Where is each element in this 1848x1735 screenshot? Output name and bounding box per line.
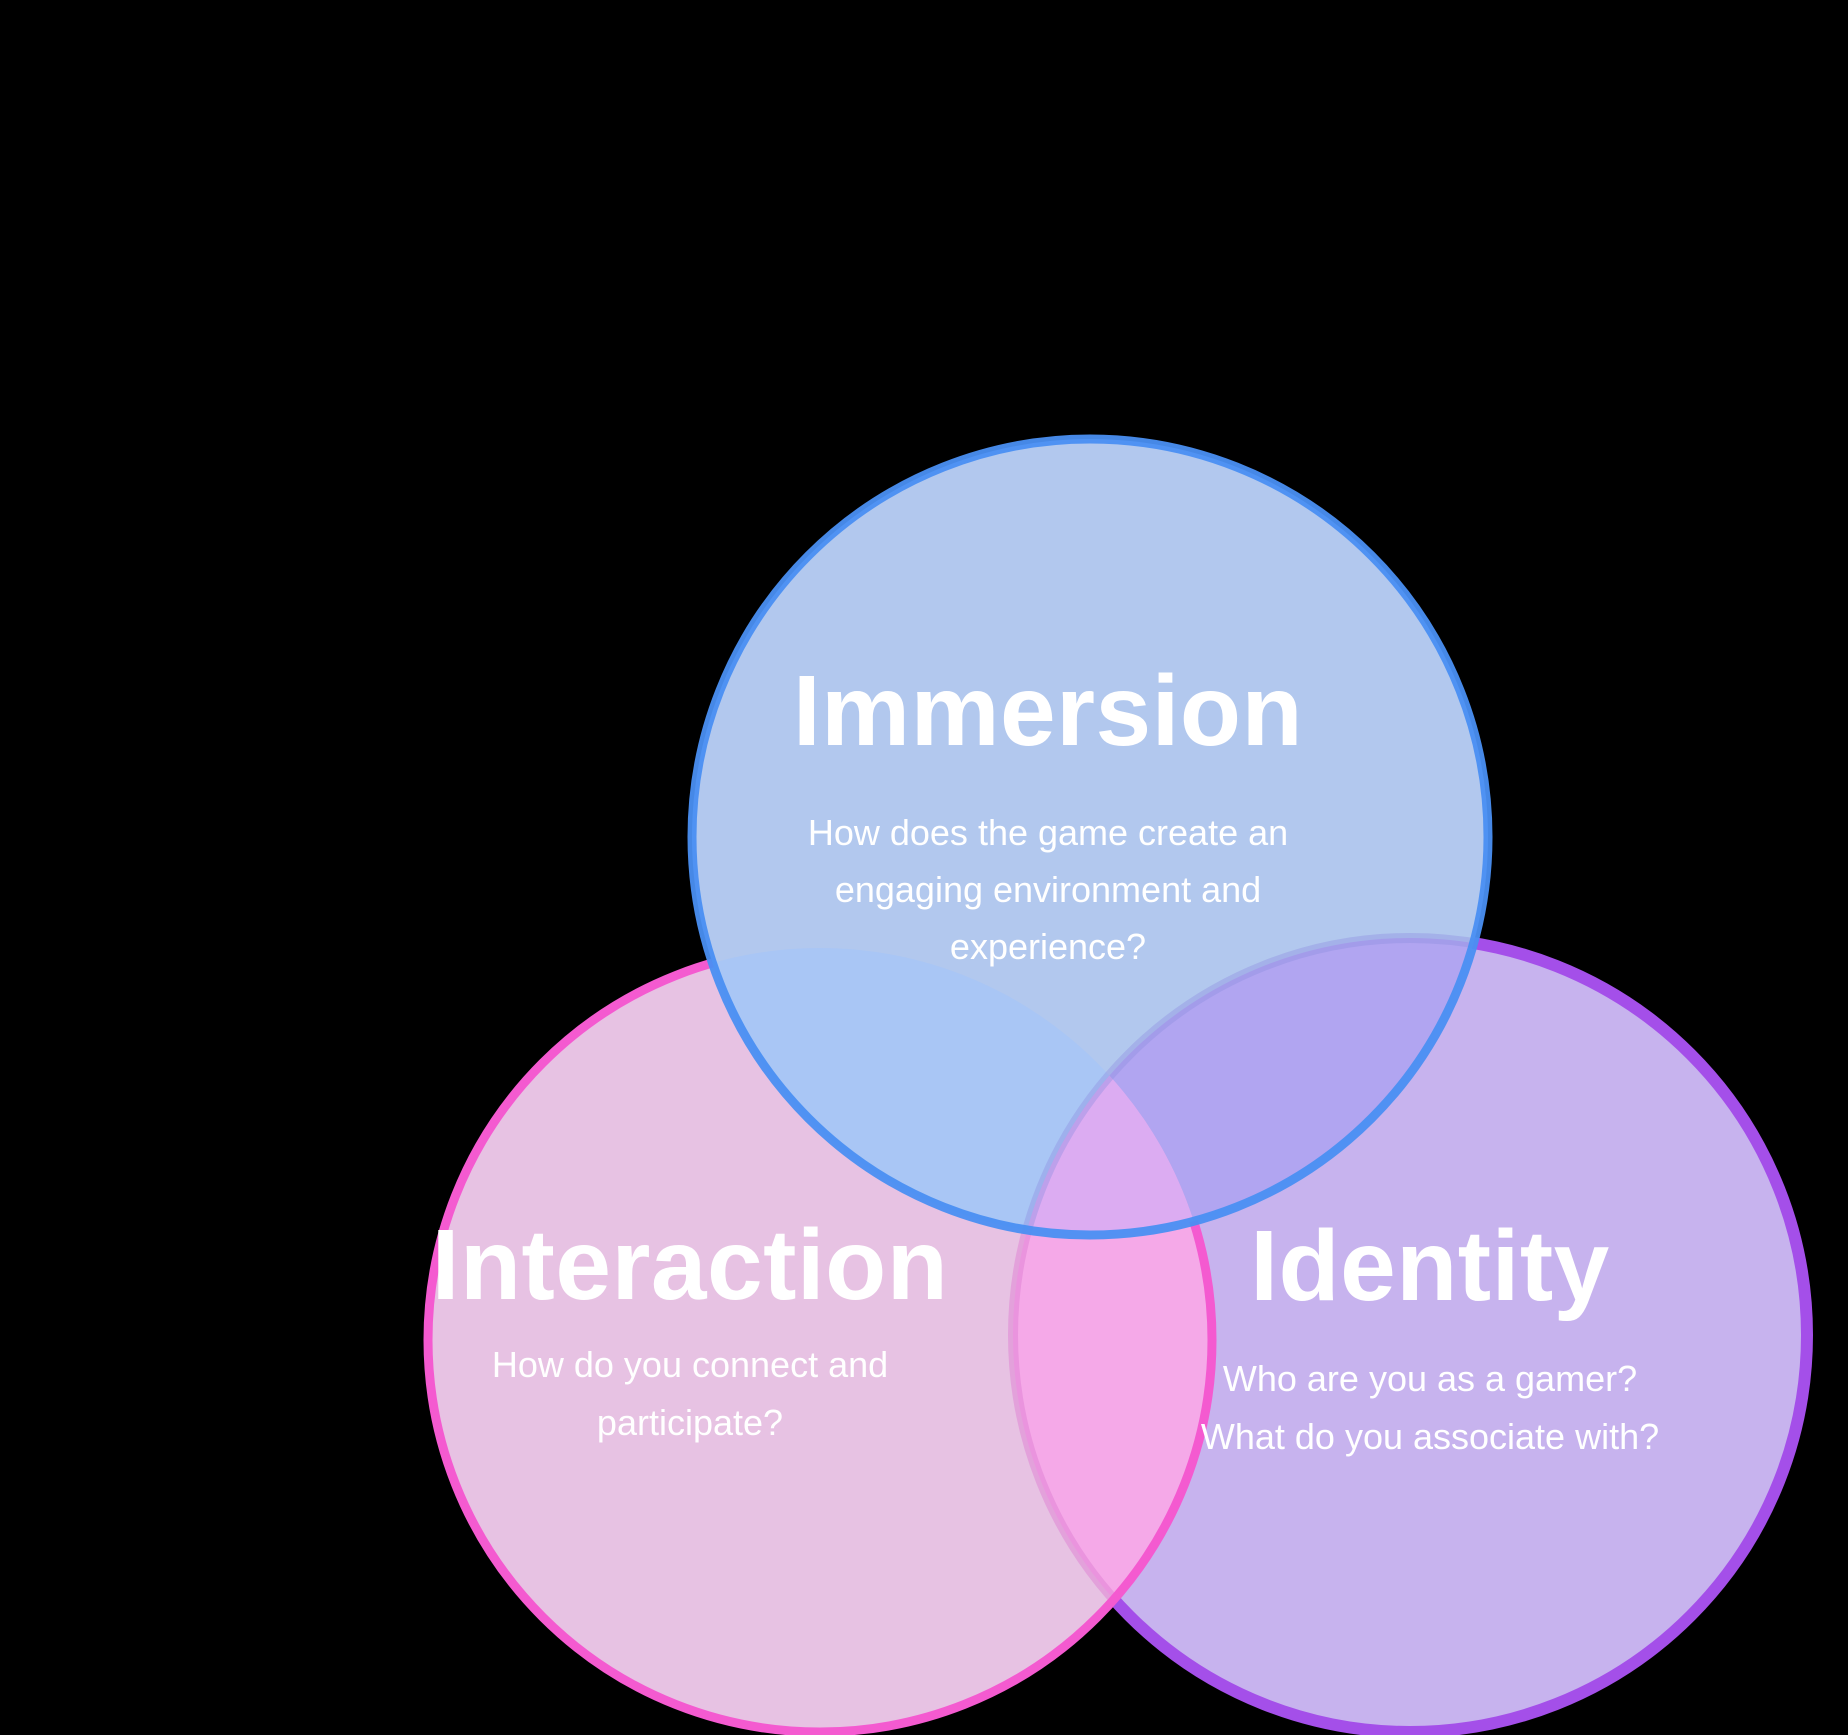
identity-title: Identity [1250,1210,1610,1322]
immersion-question-line-2: engaging environment and [834,869,1262,910]
immersion-question: How does the game create an engaging env… [808,804,1288,975]
interaction-title: Interaction [431,1209,949,1321]
interaction-question-line-1: How do you connect and [491,1344,889,1385]
immersion-title: Immersion [792,655,1304,767]
immersion-question-line-3: experience? [949,926,1147,967]
interaction-question: How do you connect and participate? [492,1336,888,1452]
immersion-question-line-1: How does the game create an [807,812,1289,853]
identity-circle-outline [1007,932,1813,1735]
interaction-question-line-2: participate? [596,1402,784,1443]
immersion-interaction-overlap [692,948,1212,1235]
immersion-circle-outline [687,434,1493,1240]
identity-question-line-1: Who are you as a gamer? [1222,1358,1638,1399]
identity-question-line-2: What do you associate with? [1200,1416,1660,1457]
immersion-identity-overlap [1013,938,1488,1235]
interaction-circle-outline [423,943,1217,1735]
identity-question: Who are you as a gamer? What do you asso… [1201,1350,1659,1466]
